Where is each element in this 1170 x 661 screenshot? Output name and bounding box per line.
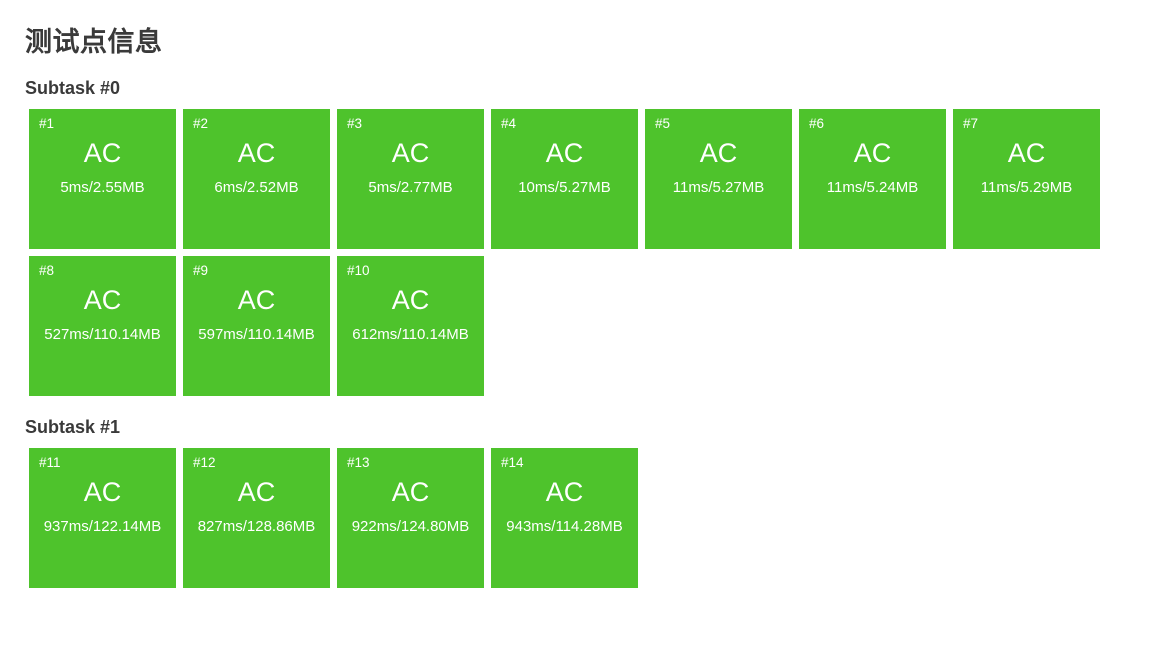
test-case-detail: 6ms/2.52MB (214, 179, 299, 196)
test-case-detail: 597ms/110.14MB (198, 326, 315, 343)
test-case-detail: 937ms/122.14MB (43, 518, 162, 535)
test-case-index: #8 (39, 263, 55, 278)
test-case-status: AC (83, 285, 122, 315)
test-case-detail: 827ms/128.86MB (197, 518, 316, 535)
test-case-status: AC (545, 138, 584, 168)
test-case-status: AC (545, 477, 584, 507)
test-case-index: #6 (809, 116, 825, 131)
test-case-index: #12 (193, 455, 216, 470)
page-title: 测试点信息 (25, 27, 163, 57)
test-case-index: #14 (501, 455, 524, 470)
test-case-detail: 11ms/5.24MB (826, 179, 919, 196)
test-case-detail: 5ms/2.55MB (60, 179, 145, 196)
test-case-status: AC (391, 477, 430, 507)
test-case-detail: 943ms/114.28MB (506, 518, 623, 535)
subtask-heading: Subtask #1 (25, 417, 121, 437)
test-case-status: AC (699, 138, 738, 168)
test-case-index: #13 (347, 455, 370, 470)
test-case-index: #3 (347, 116, 363, 131)
test-case-detail: 11ms/5.29MB (980, 179, 1073, 196)
test-case-status: AC (237, 285, 276, 315)
test-case-status: AC (853, 138, 892, 168)
test-case-index: #11 (39, 455, 61, 470)
test-case-index: #9 (193, 263, 209, 278)
test-case-detail: 10ms/5.27MB (518, 179, 611, 196)
subtask-heading: Subtask #0 (25, 78, 121, 98)
test-case-index: #10 (347, 263, 370, 278)
test-case-index: #1 (39, 116, 55, 131)
test-case-status: AC (1007, 138, 1046, 168)
test-case-index: #2 (193, 116, 209, 131)
test-case-status: AC (83, 138, 122, 168)
test-case-detail: 922ms/124.80MB (351, 518, 470, 535)
test-case-status: AC (391, 285, 430, 315)
test-case-status: AC (237, 477, 276, 507)
test-case-status: AC (391, 138, 430, 168)
test-case-detail: 11ms/5.27MB (672, 179, 765, 196)
test-case-detail: 527ms/110.14MB (44, 326, 161, 343)
test-case-detail: 5ms/2.77MB (368, 179, 453, 196)
test-case-detail: 612ms/110.14MB (352, 326, 469, 343)
test-case-status: AC (83, 477, 122, 507)
test-case-status: AC (237, 138, 276, 168)
test-case-index: #4 (501, 116, 517, 131)
test-case-index: #5 (655, 116, 671, 131)
test-case-index: #7 (963, 116, 979, 131)
